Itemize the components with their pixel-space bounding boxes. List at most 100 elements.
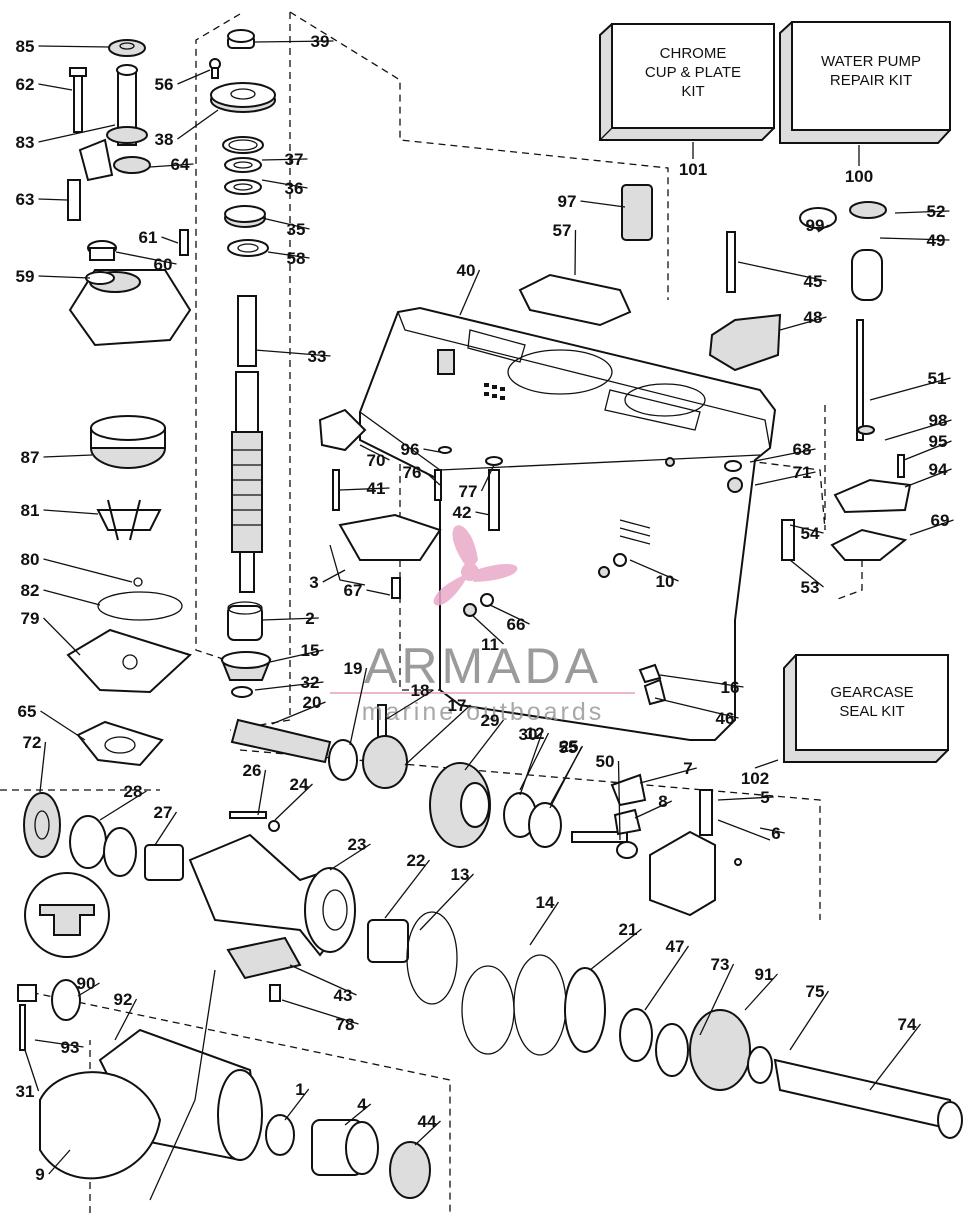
leader-line-15	[269, 649, 324, 663]
part-label-36: 36	[285, 179, 304, 198]
part-label-62: 62	[16, 75, 35, 94]
part-label-45: 45	[804, 272, 823, 291]
kit-box-102: GEARCASE SEAL KIT	[783, 654, 949, 763]
part-label-93: 93	[61, 1038, 80, 1057]
water-pump-parts	[66, 39, 192, 767]
kit-number-102: 102	[741, 769, 769, 788]
part-label-47: 47	[666, 937, 685, 956]
vent-holes	[484, 383, 505, 400]
part-label-82: 82	[21, 581, 40, 600]
leader-line-9	[48, 1149, 71, 1175]
part-label-23: 23	[348, 835, 367, 854]
part-label-95: 95	[929, 432, 948, 451]
leader-line-93	[34, 1039, 84, 1048]
part-label-73: 73	[711, 955, 730, 974]
part-label-98: 98	[929, 411, 948, 430]
leader-line-7	[639, 767, 697, 784]
part-label-57: 57	[553, 221, 572, 240]
leader-line-16	[659, 674, 744, 688]
part-label-68: 68	[793, 440, 812, 459]
part-label-65: 65	[18, 702, 37, 721]
leader-line-58	[267, 251, 310, 259]
part-label-12: 12	[526, 724, 545, 743]
leader-line-30	[519, 733, 543, 796]
part-label-56: 56	[155, 75, 174, 94]
armada-watermark: ARMADA marine outboards	[330, 525, 635, 726]
leader-line-36	[261, 179, 308, 189]
leader-line-87	[43, 454, 93, 458]
part-label-37: 37	[285, 150, 304, 169]
leader-line-63	[38, 198, 68, 201]
part-label-54: 54	[801, 524, 820, 543]
part-labels: 8562836359878180827965722827563839373635…	[16, 32, 950, 1184]
leader-line-59	[38, 275, 91, 279]
leader-line-70	[359, 444, 390, 461]
part-label-90: 90	[77, 974, 96, 993]
leader-line-94	[904, 468, 952, 488]
leader-line-72	[39, 741, 47, 793]
leader-line-13	[419, 873, 474, 931]
part-label-14: 14	[536, 893, 555, 912]
part-label-85: 85	[16, 37, 35, 56]
leader-line-38	[177, 109, 219, 140]
part-label-19: 19	[344, 659, 363, 678]
part-label-59: 59	[16, 267, 35, 286]
part-label-16: 16	[721, 678, 740, 697]
leader-line-43	[289, 964, 357, 996]
part-label-50: 50	[596, 752, 615, 771]
leader-line-12	[519, 732, 550, 791]
part-label-30: 30	[519, 725, 538, 744]
leader-line-22	[384, 859, 431, 919]
part-label-17: 17	[448, 696, 467, 715]
part-label-22: 22	[407, 851, 426, 870]
leader-line-49	[879, 237, 950, 241]
part-label-81: 81	[21, 501, 40, 520]
leader-line-1	[284, 1088, 310, 1121]
leader-line-46	[654, 697, 739, 719]
part-label-15: 15	[301, 641, 320, 660]
leader-line-95	[903, 440, 952, 461]
leader-line-21	[589, 928, 642, 971]
part-label-75: 75	[806, 982, 825, 1001]
part-label-60: 60	[154, 255, 173, 274]
part-label-66: 66	[507, 615, 526, 634]
kit-box-101: CHROME CUP & PLATE KIT	[599, 23, 775, 141]
part-label-32: 32	[301, 673, 320, 692]
leader-line-39	[254, 40, 334, 43]
leader-line-37	[261, 158, 308, 161]
part-label-44: 44	[418, 1112, 437, 1131]
leader-line-47	[644, 945, 690, 1011]
part-label-71: 71	[793, 463, 812, 482]
leader-line-56	[177, 69, 211, 85]
part-label-35: 35	[287, 220, 306, 239]
part-label-58: 58	[287, 249, 306, 268]
leader-line-17	[404, 704, 471, 766]
part-label-70: 70	[367, 451, 386, 470]
part-label-87: 87	[21, 448, 40, 467]
leader-line-2	[261, 617, 319, 621]
part-label-83: 83	[16, 133, 35, 152]
leader-line-24	[274, 783, 313, 821]
leader-line-3	[322, 569, 346, 583]
leader-line-61	[161, 236, 179, 244]
shift-parts-middle	[318, 408, 667, 706]
leader-line-5	[717, 796, 774, 801]
leader-line-60	[115, 251, 177, 265]
leader-line-90	[77, 982, 100, 997]
leader-line-51	[869, 377, 951, 401]
leader-line-40	[459, 269, 481, 316]
part-label-67: 67	[344, 581, 363, 600]
part-label-55: 55	[559, 738, 578, 757]
part-label-61: 61	[139, 228, 158, 247]
leader-line-26	[257, 769, 267, 816]
kit-100-line-2: REPAIR KIT	[830, 72, 912, 89]
leader-lines	[24, 40, 954, 1175]
part-label-48: 48	[804, 308, 823, 327]
kit-102-line-2: SEAL KIT	[839, 703, 904, 720]
part-label-31: 31	[16, 1082, 35, 1101]
leader-line-68	[749, 448, 816, 463]
leader-line-92	[114, 998, 138, 1041]
leader-line-53	[789, 559, 824, 588]
leader-line-78	[281, 999, 359, 1025]
part-label-33: 33	[308, 347, 327, 366]
